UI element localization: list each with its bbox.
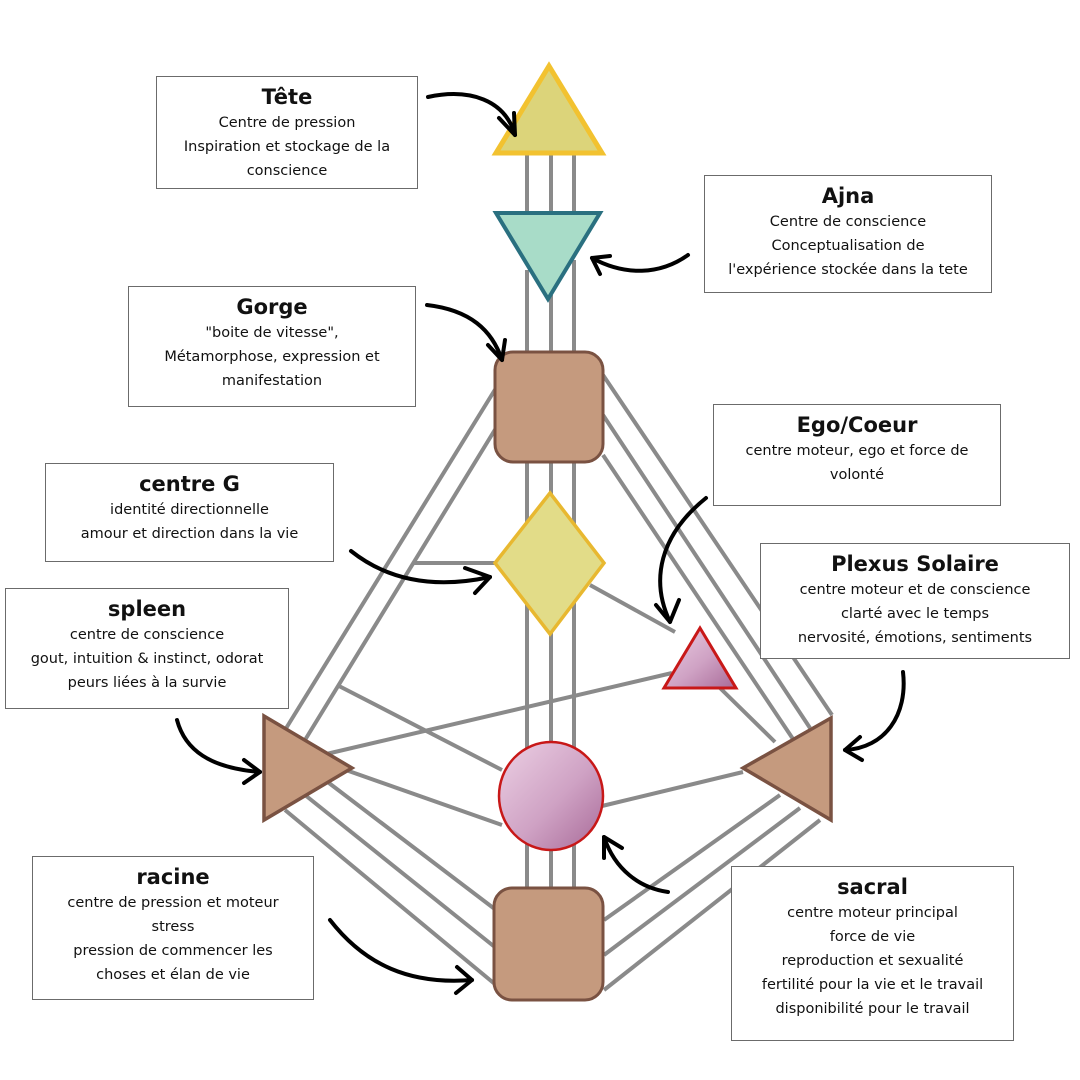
label-line: Centre de conscience — [769, 214, 927, 230]
arrow-icon — [654, 598, 681, 624]
arrow-icon — [175, 718, 262, 774]
channel-spleen-root — [283, 808, 498, 987]
label-box-gorge: Gorge "boite de vitesse", Métamorphose, … — [128, 286, 416, 407]
arrow-icon — [602, 835, 670, 894]
label-title: racine — [136, 865, 210, 889]
arrows — [175, 92, 906, 995]
label-title: centre G — [139, 472, 240, 496]
label-line: clarté avec le temps — [840, 606, 990, 622]
label-box-ego: Ego/Coeur centre moteur, ego et force de… — [713, 404, 1001, 506]
label-line: choses et élan de vie — [96, 967, 250, 983]
label-title: Gorge — [236, 295, 308, 319]
arrow-icon — [602, 835, 624, 860]
arrow-icon — [242, 758, 262, 785]
label-title: spleen — [107, 597, 187, 621]
label-box-spleen: spleen centre de conscience gout, intuit… — [5, 588, 289, 709]
channel-ego-solar — [718, 686, 777, 744]
label-line: gout, intuition & instinct, odorat — [30, 651, 264, 667]
label-line: Métamorphose, expression et — [164, 349, 380, 365]
label-line: identité directionnelle — [110, 502, 269, 518]
label-line: centre moteur principal — [787, 905, 958, 921]
label-box-centre-g: centre G identité directionnelle amour e… — [45, 463, 334, 562]
channel-solar-root — [602, 793, 782, 922]
label-line: stress — [151, 919, 195, 935]
label-box-plexus: Plexus Solaire centre moteur et de consc… — [760, 543, 1070, 659]
label-line: "boite de vitesse", — [205, 325, 339, 341]
channel-solar-sacral — [601, 770, 744, 808]
arrow-icon — [590, 254, 612, 276]
label-line: peurs liées à la survie — [67, 675, 227, 691]
channel-spleen-sacral — [342, 767, 503, 827]
arrow-icon — [486, 338, 507, 362]
label-box-ajna: Ajna Centre de conscience Conceptualisat… — [704, 175, 992, 293]
arrow-icon — [843, 670, 906, 752]
label-line: Inspiration et stockage de la — [183, 139, 391, 155]
label-line: Centre de pression — [218, 115, 356, 131]
arrow-icon — [425, 303, 504, 362]
ego-centre[interactable] — [661, 625, 739, 690]
label-line: centre moteur et de conscience — [799, 582, 1031, 598]
channel-throat-solar — [601, 413, 812, 730]
arrow-icon — [590, 253, 690, 273]
label-title: Tête — [261, 85, 313, 109]
label-box-racine: racine centre de pression et moteur stre… — [32, 856, 314, 1000]
label-line: amour et direction dans la vie — [80, 526, 299, 542]
channel-spleen-root — [323, 778, 498, 912]
channel-throat-spleen — [283, 386, 498, 732]
channel-spleen-root — [303, 793, 498, 950]
root-centre[interactable] — [492, 886, 605, 1002]
label-line: l'expérience stockée dans la tete — [728, 262, 968, 278]
label-title: sacral — [837, 875, 908, 899]
arrow-icon — [454, 965, 474, 995]
arrow-icon — [328, 918, 474, 983]
label-line: centre moteur, ego et force de — [745, 443, 969, 459]
label-line: volonté — [829, 467, 885, 483]
label-line: nervosité, émotions, sentiments — [797, 630, 1033, 646]
head-centre[interactable] — [491, 61, 607, 156]
label-line: centre de pression et moteur — [67, 895, 279, 911]
label-line: conscience — [246, 163, 328, 179]
channel-throat-spleen — [303, 426, 498, 742]
arrow-icon — [349, 549, 492, 585]
label-box-sacral: sacral centre moteur principal force de … — [731, 866, 1014, 1041]
throat-centre[interactable] — [493, 350, 605, 464]
label-box-tete: Tête Centre de pression Inspiration et s… — [156, 76, 418, 189]
g-centre[interactable] — [492, 490, 607, 637]
label-title: Ego/Coeur — [796, 413, 918, 437]
ajna-centre[interactable] — [492, 211, 604, 303]
label-line: centre de conscience — [69, 627, 225, 643]
sacral-centre[interactable] — [497, 740, 605, 852]
arrow-icon — [497, 111, 517, 137]
channels — [283, 153, 834, 992]
channel-solar-root — [602, 806, 802, 957]
channel-solar-root — [602, 818, 822, 992]
channel-throat-ego — [601, 453, 797, 744]
label-line: reproduction et sexualité — [781, 953, 964, 969]
label-line: disponibilité pour le travail — [775, 1001, 970, 1017]
label-line: Conceptualisation de — [771, 238, 925, 254]
channel-g-ego — [589, 583, 676, 634]
label-line: manifestation — [221, 373, 323, 389]
label-title: Ajna — [821, 184, 875, 208]
arrow-icon — [426, 92, 517, 137]
arrow-icon — [463, 566, 492, 595]
arrow-icon — [843, 735, 864, 762]
solar-plexus-centre[interactable] — [739, 714, 833, 824]
channel-spleen-ego — [321, 671, 673, 757]
arrow-icon — [658, 496, 708, 624]
label-line: fertilité pour la vie et le travail — [761, 977, 984, 993]
channel-spleen-sacral — [336, 683, 503, 772]
label-line: pression de commencer les — [73, 943, 273, 959]
label-title: Plexus Solaire — [831, 552, 999, 576]
label-line: force de vie — [829, 929, 916, 945]
spleen-centre[interactable] — [262, 712, 356, 824]
